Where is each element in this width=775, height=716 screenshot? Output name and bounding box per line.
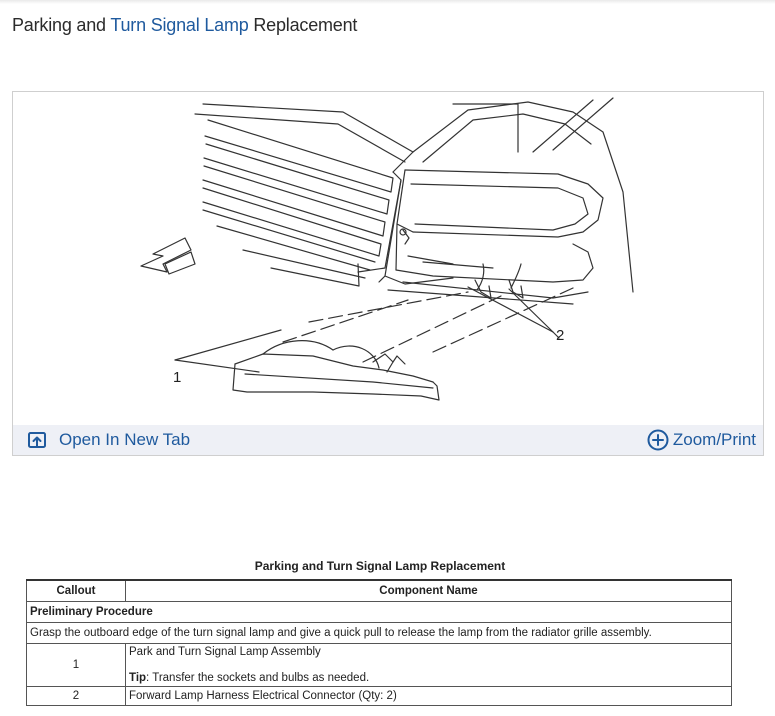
tip-label: Tip [129,672,147,684]
illustration-toolbar: Open In New Tab Zoom/Print [13,425,763,455]
zoom-print-label: Zoom/Print [672,430,756,449]
table-caption: Parking and Turn Signal Lamp Replacement [254,559,506,573]
open-in-new-tab-button[interactable]: Open In New Tab [27,429,190,451]
tip-text: : Transfer the sockets and bulbs as need… [146,672,370,684]
table-row: 1 Park and Turn Signal Lamp Assembly Tip… [26,643,732,687]
page-title: Parking and Turn Signal Lamp Replacement [12,15,357,36]
preliminary-procedure-text: Grasp the outboard edge of the turn sign… [26,622,732,644]
open-in-new-tab-label: Open In New Tab [59,430,191,449]
row-callout: 2 [26,686,126,706]
table-row: Preliminary Procedure [26,601,732,623]
zoom-print-button[interactable]: Zoom/Print [647,428,756,452]
page-title-suffix: Replacement [248,15,358,35]
component-name: Forward Lamp Harness Electrical Connecto… [125,686,732,706]
preliminary-procedure-heading: Preliminary Procedure [26,601,732,623]
open-new-tab-icon [28,432,46,448]
component-tip: Tip: Transfer the sockets and bulbs as n… [129,670,728,686]
header-callout: Callout [26,579,126,602]
page-title-link[interactable]: Turn Signal Lamp [110,15,249,35]
table-row: 2 Forward Lamp Harness Electrical Connec… [26,686,732,706]
table-header-row: Callout Component Name [26,579,732,602]
lamp-replacement-illustration: 1 2 [140,97,634,401]
callout-2-label: 2 [556,327,564,344]
parts-table: Callout Component Name Preliminary Proce… [26,579,732,706]
illustration-panel: 1 2 Open In New Tab Zoom/Print [12,91,764,456]
top-divider [0,0,775,4]
table-row: Grasp the outboard edge of the turn sign… [26,622,732,644]
zoom-plus-icon [647,429,669,451]
callout-1-label: 1 [173,369,181,386]
header-component-name: Component Name [125,579,732,602]
row-component: Park and Turn Signal Lamp Assembly Tip: … [125,643,732,687]
page-title-prefix: Parking and [12,15,111,35]
component-name: Park and Turn Signal Lamp Assembly [129,646,321,658]
row-callout: 1 [26,643,126,687]
